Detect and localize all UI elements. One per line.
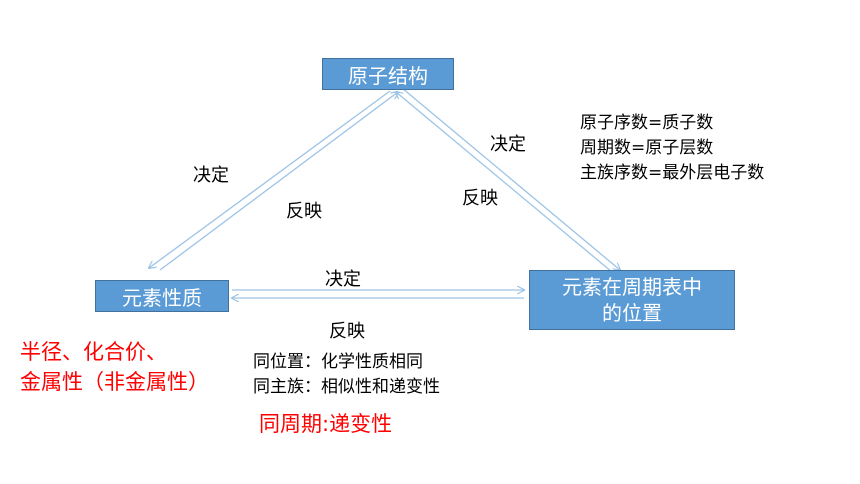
edge-label-left-determine: 决定: [193, 165, 229, 186]
edge-label-right-reflect: 反映: [462, 188, 498, 209]
arrow-properties-to-structure: [159, 92, 398, 271]
relations-note: 原子序数=质子数 周期数=原子层数 主族序数=最外层电子数: [580, 111, 764, 186]
arrow-structure-to-properties: [149, 90, 391, 268]
atomic-structure-node: 原子结构: [322, 58, 454, 90]
atomic-structure-label: 原子结构: [348, 63, 428, 88]
relation-atomic-number: 原子序数=质子数: [580, 113, 714, 133]
periodic-position-label-line1: 元素在周期表中: [562, 275, 702, 299]
note-same-position: 同位置：化学性质相同: [253, 352, 423, 372]
relation-period-number: 周期数=原子层数: [580, 138, 714, 158]
edge-label-right-determine: 决定: [490, 134, 526, 155]
edge-label-bottom-reflect: 反映: [329, 321, 365, 342]
periodic-position-label-line2: 的位置: [602, 301, 662, 325]
properties-note-line1: 半径、化合价、: [20, 340, 167, 364]
element-properties-node: 元素性质: [95, 280, 229, 312]
periodic-position-node: 元素在周期表中 的位置: [529, 270, 735, 330]
arrow-position-to-structure: [396, 92, 613, 273]
element-properties-label: 元素性质: [122, 285, 202, 310]
note-same-period: 同周期:递变性: [259, 412, 393, 436]
edge-label-left-reflect: 反映: [286, 201, 322, 222]
properties-note-line2: 金属性（非金属性）: [20, 370, 209, 394]
relation-group-number: 主族序数=最外层电子数: [580, 163, 765, 183]
note-same-group: 同主族：相似性和递变性: [253, 377, 440, 397]
edge-label-bottom-determine: 决定: [325, 269, 361, 290]
arrow-structure-to-position: [401, 87, 620, 270]
